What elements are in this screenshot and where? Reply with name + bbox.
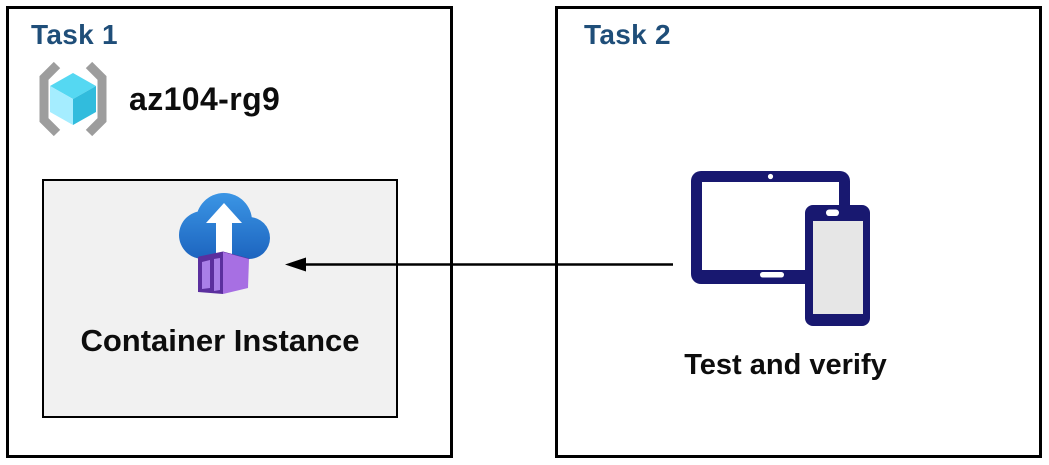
container-instance-icon [179,193,270,294]
resource-group-name: az104-rg9 [129,80,281,117]
task2-box: Task 2 Test and verify [555,6,1042,458]
task1-box: Task 1 az104-rg9 [6,6,453,458]
test-and-verify-label: Test and verify [684,349,887,381]
resource-group: az104-rg9 [35,59,280,139]
tablet-and-phone-icon [691,171,870,326]
container-instance-label: Container Instance [80,323,360,358]
flow-arrow [285,257,673,272]
task2-title: Task 2 [584,19,671,50]
resource-group-icon [39,61,107,137]
task1-title: Task 1 [31,19,118,50]
container-instance-box: Container Instance [42,179,398,418]
